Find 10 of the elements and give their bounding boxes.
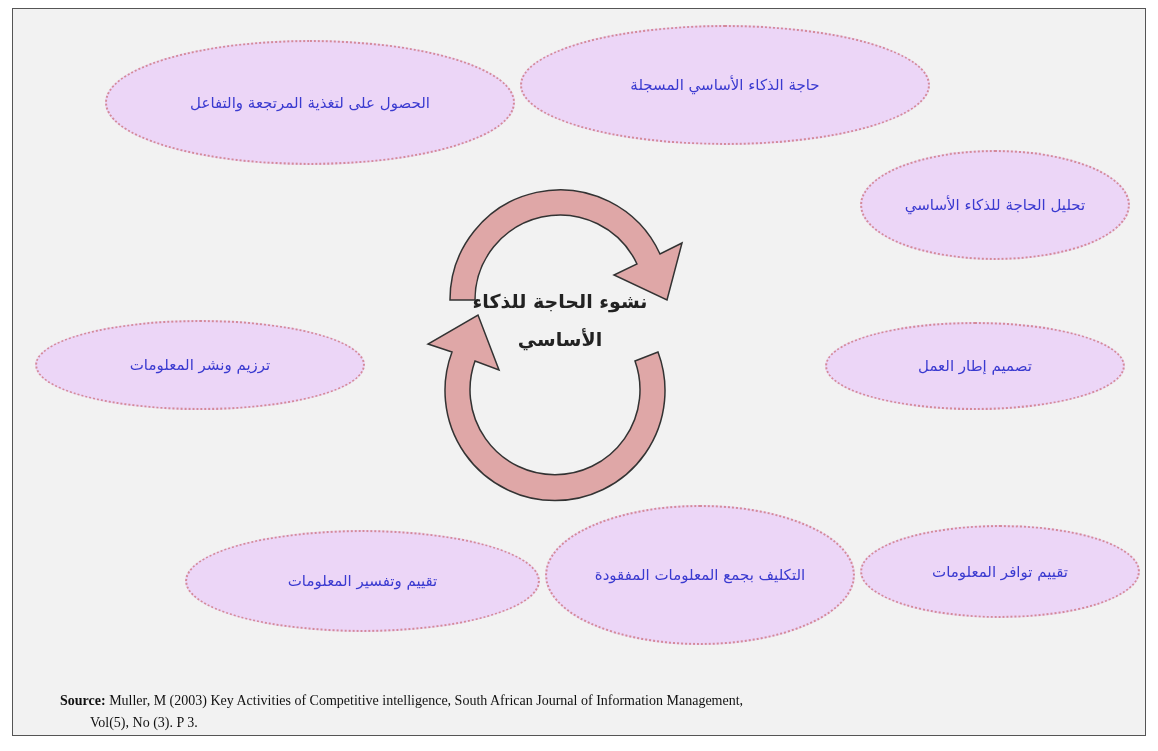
- node-text: الحصول على لتغذية المرتجعة والتفاعل: [190, 92, 430, 114]
- node-text: ترزيم ونشر المعلومات: [129, 355, 271, 376]
- center-label: نشوء الحاجة للذكاء الأساسي: [471, 289, 649, 353]
- node-text: التكليف بجمع المعلومات المفقودة: [594, 565, 806, 586]
- node-text: تقييم وتفسير المعلومات: [287, 571, 438, 592]
- node-text: تحليل الحاجة للذكاء الأساسي: [904, 194, 1086, 217]
- node-text: تقييم توافر المعلومات: [932, 561, 1068, 583]
- node-text: تصميم إطار العمل: [918, 356, 1032, 377]
- source-caption: Source: Muller, M (2003) Key Activities of Competitive intelligence, South African Journal of Information Management, Vol(5), No (3). P 3.: [60, 692, 745, 732]
- node-text: حاجة الذكاء الأساسي المسجلة: [630, 74, 820, 97]
